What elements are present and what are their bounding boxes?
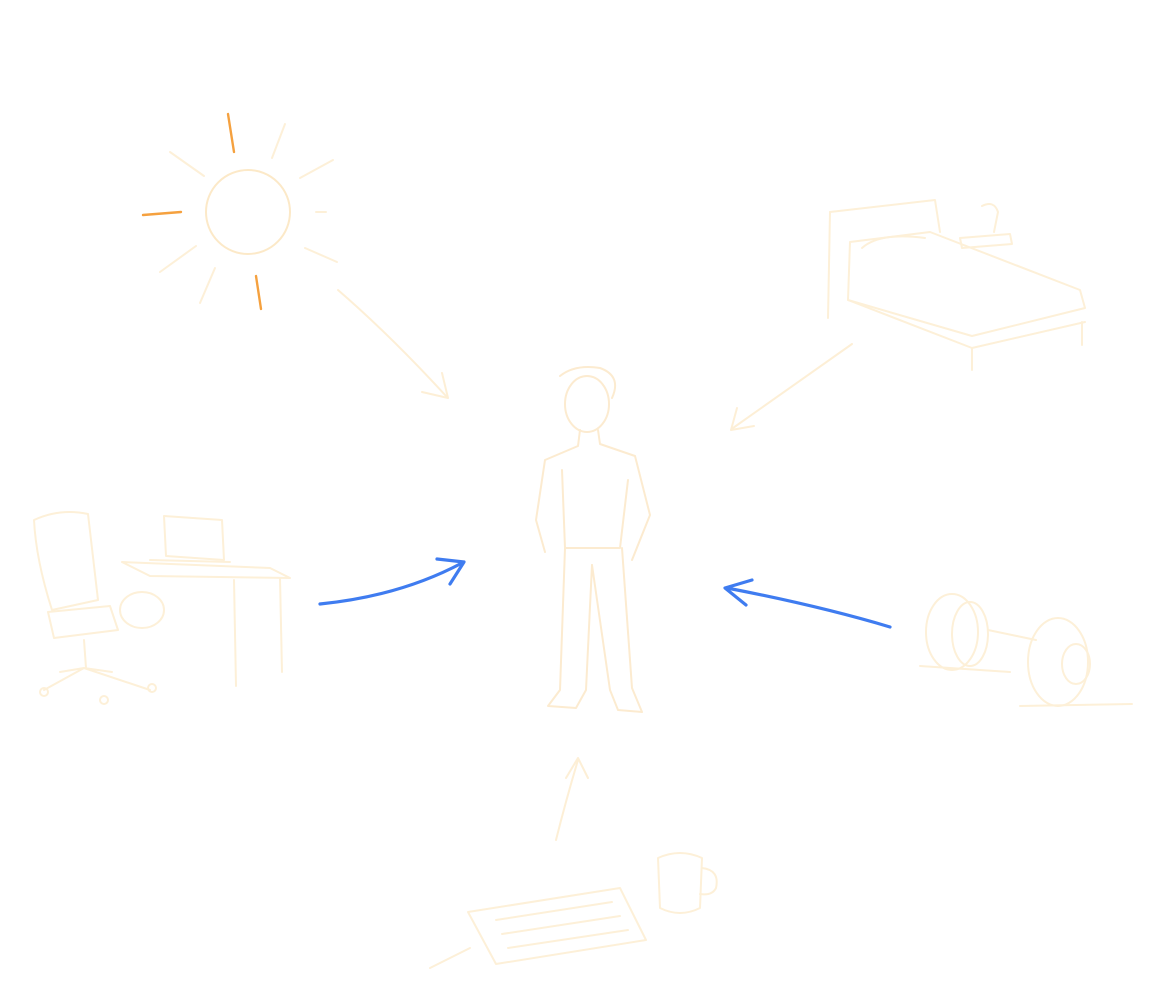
standing-person-icon [535,366,651,713]
sun-arrow [337,289,449,399]
bed-icon [827,199,1086,371]
office-desk-chair-icon [33,511,291,705]
desk-arrow [318,557,466,606]
notebook-arrow [555,757,589,841]
dumbbell-icon [919,593,1133,707]
sun-ray-left [141,210,183,217]
sun-ray-bottom [254,274,263,311]
bed-arrow [730,343,853,431]
sun-icon [141,112,338,311]
sun-ray-top [226,112,236,154]
notebook-and-mug-icon [429,852,718,969]
dumbbell-arrow [723,578,892,629]
